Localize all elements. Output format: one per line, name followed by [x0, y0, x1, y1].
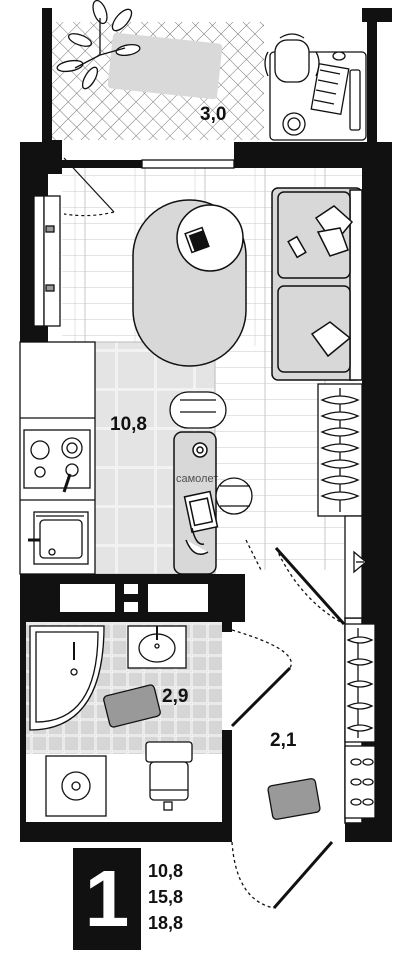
wardrobe: [317, 383, 363, 517]
rooms-count-badge: 1: [73, 848, 141, 950]
bathroom-area: 2,9: [162, 686, 188, 707]
hall-rug: [267, 778, 321, 820]
area-total-without-balcony: 15,8: [148, 887, 184, 907]
bathroom: [26, 622, 222, 822]
watermark: самолет: [176, 473, 218, 485]
shoe-rack: [344, 623, 376, 819]
tv-unit: [33, 195, 61, 327]
wardrobe-lower: [344, 515, 368, 619]
bar-stool: [169, 391, 253, 515]
office-chair: [264, 33, 320, 83]
bar-counter: [173, 431, 219, 575]
sofa: [271, 187, 363, 381]
dining-table: [132, 199, 247, 367]
front-door: [231, 841, 334, 909]
rug: [107, 32, 223, 100]
balcony-door: [63, 157, 115, 217]
hall-area: 2,1: [270, 730, 297, 751]
balcony: [42, 0, 367, 142]
bathroom-door: [230, 629, 292, 728]
area-summary: 10,8 15,8 18,8: [148, 858, 218, 936]
area-living: 10,8: [148, 861, 184, 881]
balcony-area: 3,0: [200, 104, 226, 125]
area-total: 18,8: [148, 913, 184, 933]
kitchen-counter: [19, 341, 96, 575]
living-area: 10,8: [110, 414, 147, 435]
entry-door: [245, 539, 346, 626]
plant-icon: [56, 0, 141, 90]
